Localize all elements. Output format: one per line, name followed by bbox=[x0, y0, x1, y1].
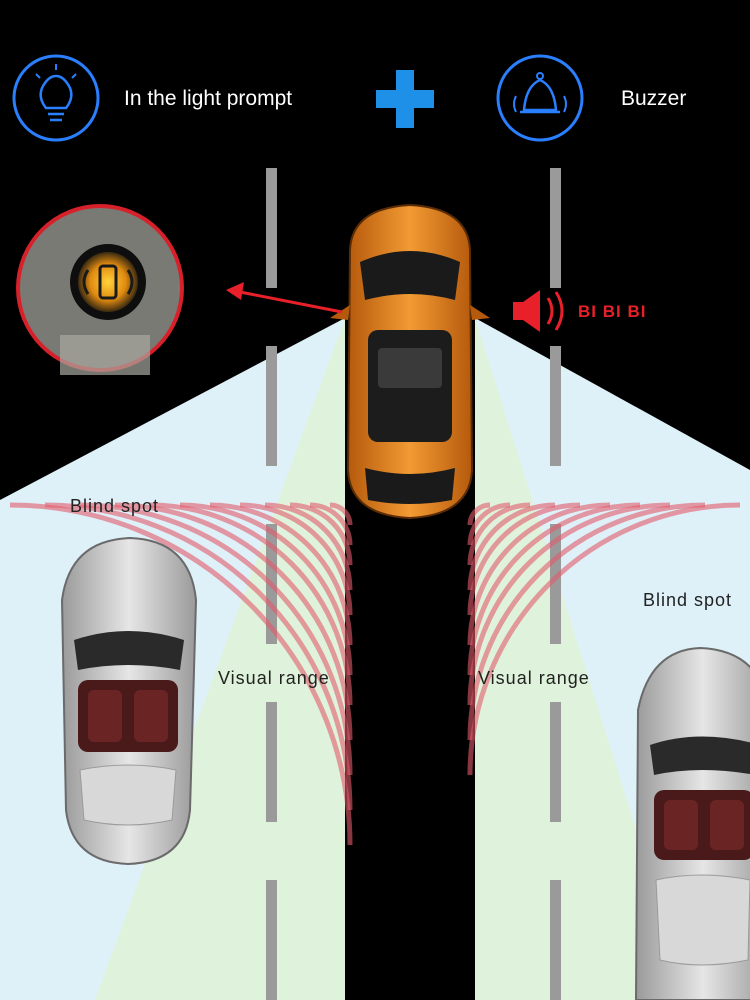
bell-icon bbox=[496, 54, 584, 142]
orange-suv bbox=[330, 203, 490, 520]
light-prompt-label: In the light prompt bbox=[124, 87, 293, 110]
buzzer-label: Buzzer bbox=[621, 87, 687, 110]
silver-car-left bbox=[60, 536, 198, 866]
speaker-icon bbox=[513, 290, 564, 332]
radar-waves-left bbox=[9, 502, 353, 846]
lane-divider-right bbox=[550, 168, 561, 1000]
blind-spot-indicator-icon bbox=[82, 269, 134, 295]
visual-range-label-right: Visual range bbox=[478, 668, 590, 688]
silver-car-right bbox=[634, 646, 750, 1000]
visual-range-label-left: Visual range bbox=[218, 668, 330, 688]
indicator-callout bbox=[16, 204, 184, 375]
radar-waves-right bbox=[467, 502, 741, 776]
plus-icon bbox=[376, 70, 434, 128]
pointer-arrow bbox=[226, 282, 343, 314]
alert-sound-text: BI BI BI bbox=[578, 302, 647, 321]
light-bulb-icon bbox=[12, 54, 100, 142]
blind-spot-label-right: Blind spot bbox=[643, 590, 733, 610]
blind-spot-label-left: Blind spot bbox=[70, 496, 160, 516]
